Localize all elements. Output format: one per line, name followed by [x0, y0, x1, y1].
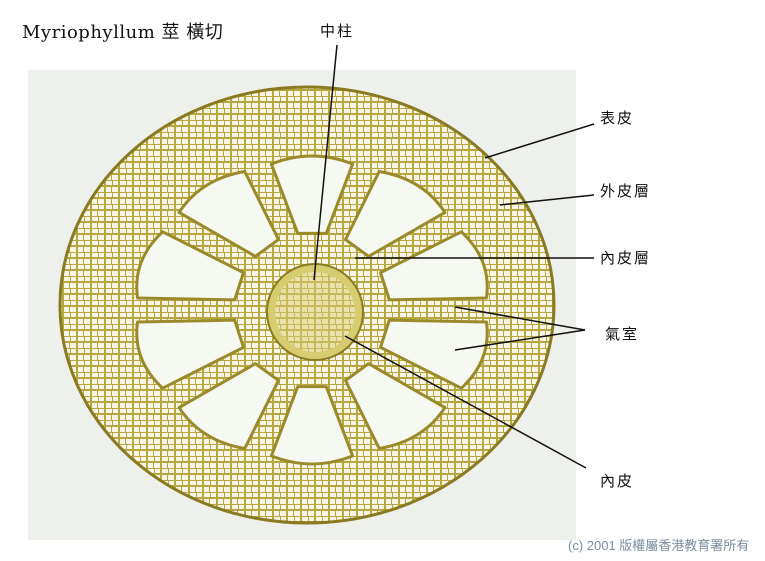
line-air-chamber-1: [454, 306, 586, 331]
figure-title: Myriophyllum 莖 橫切: [22, 22, 224, 43]
air-chamber: [269, 154, 355, 235]
label-stele: 中柱: [320, 22, 355, 40]
air-chambers: [135, 154, 489, 466]
leader-lines: [313, 44, 595, 469]
air-chamber: [177, 170, 280, 258]
copyright: (c) 2001 版權屬香港教育署所有: [568, 538, 750, 553]
air-chamber: [344, 170, 447, 258]
air-chamber: [379, 318, 489, 390]
air-chamber: [177, 362, 280, 450]
label-epidermis: 表皮: [600, 109, 635, 127]
air-chamber: [135, 318, 245, 390]
label-endodermis: 內皮: [600, 472, 635, 490]
line-epidermis: [484, 123, 595, 159]
line-air-chamber-2: [454, 329, 586, 351]
label-air-chamber: 氣室: [605, 325, 640, 343]
line-endodermis: [344, 335, 587, 469]
air-chamber: [135, 230, 245, 302]
label-outer-cortex: 外皮層: [600, 182, 652, 200]
air-chamber: [269, 385, 355, 466]
line-outer-cortex: [499, 194, 595, 206]
air-chamber: [344, 362, 447, 450]
line-stele: [313, 44, 338, 281]
air-chamber: [379, 230, 489, 302]
stele-cells: [275, 272, 355, 352]
label-inner-cortex: 內皮層: [600, 249, 652, 267]
